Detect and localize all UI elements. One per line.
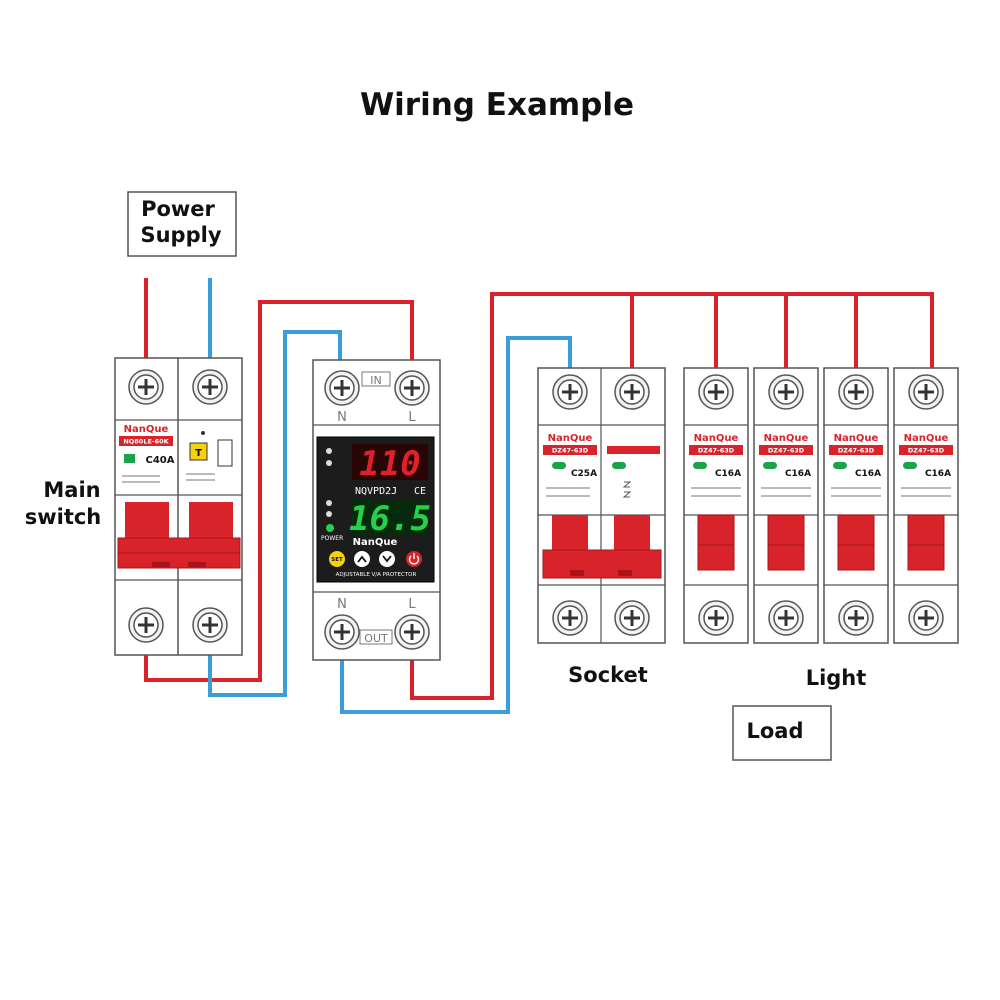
main-switch-screw-top-l [127,368,165,406]
light-breaker-model: DZ47-63D [838,447,875,455]
light-breaker-brand: NanQue [904,433,949,444]
voltage-current-protector: IN N L N L OUT 110 NQVPD2J CE 16.5 POWER… [312,359,441,661]
socket-brand: NanQue [548,433,593,444]
socket-screw-top-r [613,373,651,411]
protector-brand: NanQue [353,537,398,548]
main-switch-label-1: Main [43,478,100,502]
protector-in-n: N [337,410,347,425]
protector-in-label: IN [370,374,381,387]
light-breaker-screw-top [837,373,875,411]
main-switch-screw-top-r [191,368,229,406]
power-supply-text-1: Power [141,197,215,221]
main-switch-screw-bottom-r [191,606,229,644]
light-breaker-screw-top [767,373,805,411]
protector-out-n: N [337,597,347,612]
main-switch-brand: NanQue [124,424,169,435]
main-switch-rating: C40A [146,455,175,466]
protector-power-label: POWER [321,535,343,542]
socket-screw-bottom-r [613,599,651,637]
protector-to-load-neutral-wire [340,336,572,714]
protector-out-label: OUT [364,632,388,645]
main-switch-label-2: switch [25,505,102,529]
light-breaker-screw-bottom [837,599,875,637]
protector-screw-out-n [323,613,361,651]
protector-down-button[interactable] [379,551,395,567]
protector-model: NQVPD2J [355,486,397,497]
socket-screw-bottom-l [551,599,589,637]
light-breaker-handle[interactable] [697,514,735,571]
protector-out-l: L [408,597,416,612]
protector-in-l: L [408,410,416,425]
light-breaker-handle[interactable] [907,514,945,571]
light-breaker-screw-top [697,373,735,411]
light-breaker-brand: NanQue [764,433,809,444]
light-breaker-model: DZ47-63D [768,447,805,455]
socket-model: DZ47-63D [552,447,589,455]
protector-caption: ADJUSTABLE V/A PROTECTOR [336,572,417,578]
protector-screw-in-n [323,369,361,407]
power-icon [408,555,420,565]
protector-screw-out-l [393,613,431,651]
power-supply-text-2: Supply [140,223,221,247]
light-breaker-model: DZ47-63D [908,447,945,455]
protector-to-load-live-wire [410,292,934,700]
main-switch-screw-bottom-l [127,606,165,644]
protector-ce-mark: CE [414,486,426,497]
light-breaker-screw-top [907,373,945,411]
voltage-display: 110 [359,444,420,484]
main-switch-breaker: NanQue NQ80LE-60K C40A T [114,357,243,656]
main-switch-test-button[interactable]: T [195,448,202,459]
light-breaker-rating: C16A [785,469,811,479]
light-breaker-rating: C16A [855,469,881,479]
protector-power-button[interactable] [406,551,422,567]
wires [144,278,934,714]
load-label-box: Load [732,705,832,761]
main-switch-handle[interactable] [117,502,241,569]
light-breaker-handle[interactable] [767,514,805,571]
light-label: Light [806,666,867,690]
diagram-title: Wiring Example [360,87,634,123]
current-display: 16.5 [349,499,431,539]
socket-screw-top-l [551,373,589,411]
socket-rating: C25A [571,469,597,479]
socket-breaker: NanQue DZ47-63D C25A [537,367,666,644]
main-to-protector-live-wire [144,300,414,682]
light-breaker-handle[interactable] [837,514,875,571]
load-label: Load [746,719,803,743]
main-switch-model: NQ80LE-60K [123,438,169,446]
light-breakers: NanQueDZ47-63DC16ANanQueDZ47-63DC16ANanQ… [683,367,959,644]
light-breaker-brand: NanQue [694,433,739,444]
socket-breaker-handle[interactable] [542,515,662,579]
protector-screw-in-l [393,369,431,407]
light-breaker-brand: NanQue [834,433,879,444]
protector-up-button[interactable] [354,551,370,567]
chevron-up-icon [357,555,367,563]
light-breaker-screw-bottom [697,599,735,637]
protector-set-button[interactable]: SET [329,551,345,567]
power-supply-label: Power Supply [127,191,237,257]
light-breaker-rating: C16A [925,469,951,479]
light-breaker-model: DZ47-63D [698,447,735,455]
socket-label: Socket [568,663,648,687]
svg-text:SET: SET [331,557,343,563]
light-breaker-rating: C16A [715,469,741,479]
light-breaker-screw-bottom [907,599,945,637]
chevron-down-icon [382,555,392,563]
main-to-protector-neutral-wire [208,330,342,697]
light-breaker-screw-bottom [767,599,805,637]
